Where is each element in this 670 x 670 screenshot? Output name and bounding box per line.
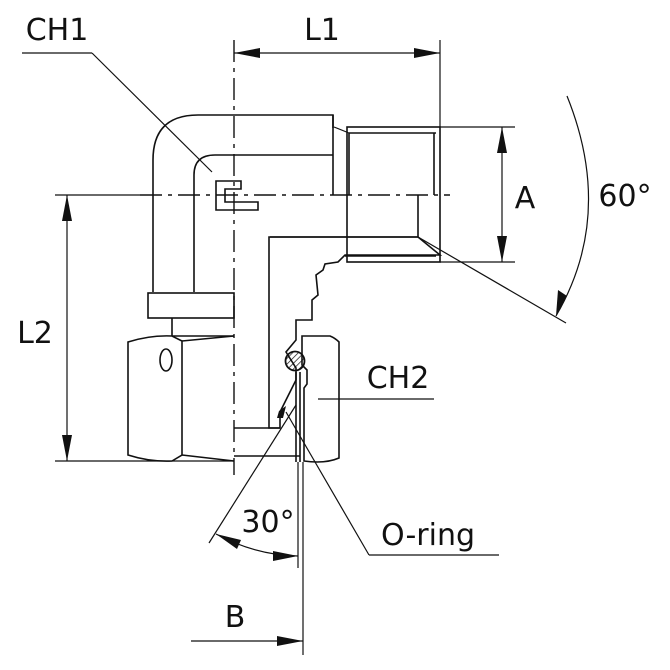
o-ring xyxy=(284,350,306,372)
dimension-a: A xyxy=(440,126,536,263)
centerlines xyxy=(140,40,450,475)
label-angle-60: 60° xyxy=(598,179,651,214)
callout-ch2: CH2 xyxy=(318,361,434,400)
angle-60: 60° xyxy=(417,95,652,324)
dimension-l2: L2 xyxy=(17,194,234,462)
label-angle-30: 30° xyxy=(241,505,294,540)
label-a: A xyxy=(515,181,536,216)
dimension-l1: L1 xyxy=(234,13,441,127)
retaining-clip xyxy=(215,180,259,211)
nut-hole xyxy=(159,348,173,372)
callout-o-ring: O-ring xyxy=(285,411,499,556)
callout-ch1: CH1 xyxy=(22,13,213,173)
label-ch1: CH1 xyxy=(26,13,89,48)
label-l1: L1 xyxy=(304,13,340,48)
elbow-body xyxy=(147,114,334,337)
label-o-ring: O-ring xyxy=(381,518,475,553)
label-b: B xyxy=(225,600,246,635)
label-ch2: CH2 xyxy=(367,361,430,396)
hex-nut xyxy=(127,335,235,462)
label-l2: L2 xyxy=(17,316,53,351)
angle-30: 30° xyxy=(208,404,304,655)
dimension-b: B xyxy=(191,600,303,646)
sealing-seat xyxy=(234,372,301,462)
section-hatch xyxy=(268,236,443,463)
